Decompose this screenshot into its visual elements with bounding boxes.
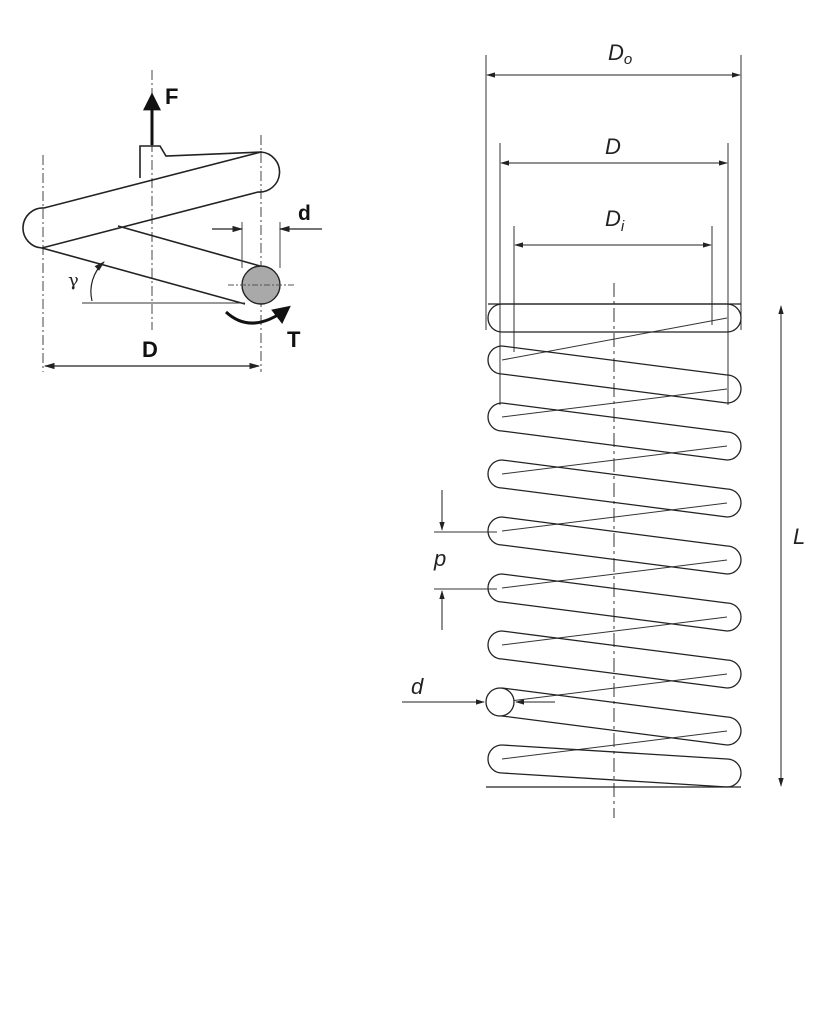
- helix-angle-arc: [90, 261, 105, 302]
- coil-front-strand: [501, 744, 728, 760]
- coil-right-loop: [726, 659, 742, 689]
- coil-front-strand: [501, 459, 728, 490]
- load-hook: [139, 145, 263, 178]
- coil-right-loop: [726, 431, 742, 461]
- coil-front-strand: [501, 687, 728, 718]
- coil-back-strand: [501, 559, 728, 589]
- coil-front-strand: [501, 487, 728, 518]
- wire-diameter-label-right: d: [411, 674, 424, 699]
- coil-right-loop: [726, 488, 742, 518]
- wire-diameter-label: d: [298, 202, 311, 225]
- helix-angle-label: γ: [68, 270, 79, 291]
- coil-front-strand: [501, 715, 728, 746]
- coil-front-strand: [501, 544, 728, 575]
- coil-front-strand: [501, 630, 728, 661]
- coil-back-strand: [501, 502, 728, 532]
- torque-arrow: [224, 305, 291, 325]
- coil-front-strand: [501, 430, 728, 461]
- coil-front-strand: [501, 658, 728, 689]
- mean-diameter-label-right: D: [605, 134, 621, 159]
- coil-left-loop: [487, 303, 503, 333]
- coil-left-loop: [487, 459, 503, 489]
- coil-left-loop: [487, 573, 503, 603]
- coil-front-strand: [501, 373, 728, 404]
- coil-front-strand: [501, 573, 728, 604]
- coil-back-strand: [501, 673, 728, 703]
- wire-cross-section-right: [485, 687, 515, 717]
- inner-diameter-label: Di: [605, 206, 625, 235]
- coil-right-loop: [726, 716, 742, 746]
- coil-front-strand: [501, 601, 728, 632]
- coil-left-loop: [487, 402, 503, 432]
- coil-right-loop: [726, 374, 742, 404]
- coil-front-strand: [501, 772, 728, 788]
- outer-diameter-label: Do: [608, 40, 632, 68]
- coil-left-loop: [487, 630, 503, 660]
- length-label: L: [793, 524, 805, 549]
- coil-front-strand: [501, 402, 728, 433]
- spring-dimension-diagram: Do D Di L p d: [402, 40, 805, 818]
- coil-back-strand: [501, 730, 728, 760]
- coil-left-loop: [487, 516, 503, 546]
- coil-right-loop: [726, 758, 742, 788]
- coil-back-strand: [501, 445, 728, 475]
- torque-label: T: [287, 327, 301, 352]
- coil-left-loop: [487, 345, 503, 375]
- coil-lower-bar: [41, 225, 261, 305]
- coil-back-strand: [501, 317, 728, 361]
- coil-front-strand: [501, 516, 728, 547]
- coil-right-loop: [726, 303, 742, 333]
- coil-back-strand: [501, 388, 728, 418]
- spring-coils: [485, 303, 742, 788]
- load-diagram: F d γ T D: [22, 70, 322, 372]
- coil-left-loop: [487, 744, 503, 774]
- force-label: F: [165, 84, 178, 109]
- coil-upper-loop: [22, 151, 281, 249]
- mean-diameter-label: D: [142, 337, 158, 362]
- coil-front-strand: [501, 345, 728, 376]
- coil-back-strand: [501, 616, 728, 646]
- coil-right-loop: [726, 545, 742, 575]
- pitch-label: p: [433, 546, 446, 571]
- coil-right-loop: [726, 602, 742, 632]
